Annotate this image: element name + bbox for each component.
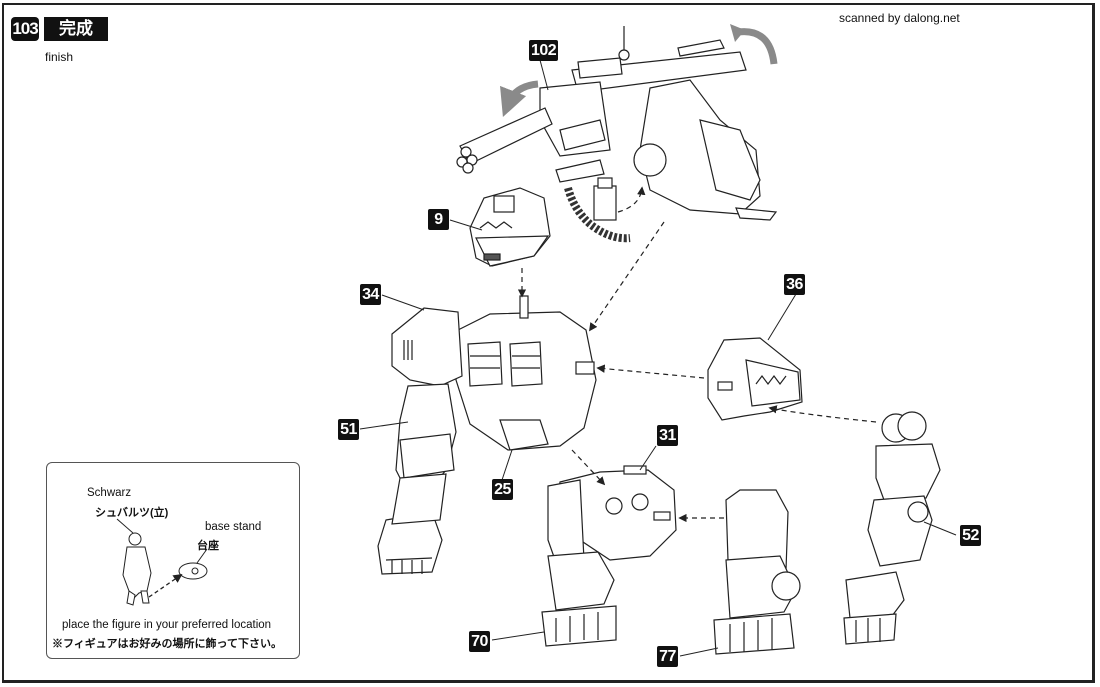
part-label-36: 36: [784, 274, 805, 295]
part-label-70: 70: [469, 631, 490, 652]
left-rear-leg-drawing: [541, 479, 617, 647]
part-label-25: 25: [492, 479, 513, 500]
figure-label-en: Schwarz: [87, 487, 132, 499]
part-label-102: 102: [529, 40, 559, 61]
instruction-jp: ※フィギュアはお好みの場所に飾って下さい。: [52, 638, 283, 650]
part-label-34: 34: [360, 284, 381, 305]
rotate-counterclockwise-arrow-icon: [500, 80, 539, 118]
leader-lines: [359, 59, 957, 657]
arrow-leg52-to-shoulder: [768, 405, 877, 423]
right-front-leg-drawing: [843, 411, 941, 645]
arrow-torso-to-hip: [571, 449, 606, 486]
arrow-turret-mount: [617, 186, 646, 213]
right-shoulder-drawing: [707, 337, 803, 421]
right-rear-leg-drawing: [713, 489, 801, 655]
stand-label-jp: 台座: [197, 540, 219, 552]
arrow-shoulder-to-torso: [596, 364, 705, 379]
part-label-51: 51: [338, 419, 359, 440]
left-front-leg-drawing: [377, 383, 457, 575]
figure-and-stand-drawing: [116, 518, 208, 606]
step-title: 完成: [44, 17, 108, 41]
gun-unit-drawing: [456, 26, 778, 243]
step-number-badge: 103: [11, 17, 39, 41]
part-label-9: 9: [428, 209, 449, 230]
hip-unit-drawing: [555, 465, 677, 561]
step-subtitle: finish: [45, 50, 74, 64]
left-shoulder-drawing: [391, 307, 463, 387]
rotate-clockwise-arrow-icon: [730, 24, 778, 65]
stand-label-en: base stand: [205, 521, 262, 533]
torso-drawing: [455, 295, 597, 451]
head-drawing: [469, 187, 551, 267]
part-label-77: 77: [657, 646, 678, 667]
part-label-31: 31: [657, 425, 678, 446]
figure-placement-inset: Schwarz シュバルツ(立) base stand 台座 place the…: [46, 462, 300, 659]
dashed-assembly-arrows: [517, 186, 877, 523]
instruction-en: place the figure in your preferred locat…: [62, 619, 272, 631]
scan-credit: scanned by dalong.net: [839, 11, 960, 25]
figure-label-jp: シュバルツ(立): [95, 507, 169, 519]
arrow-gun-to-torso: [589, 221, 665, 332]
part-label-52: 52: [960, 525, 981, 546]
